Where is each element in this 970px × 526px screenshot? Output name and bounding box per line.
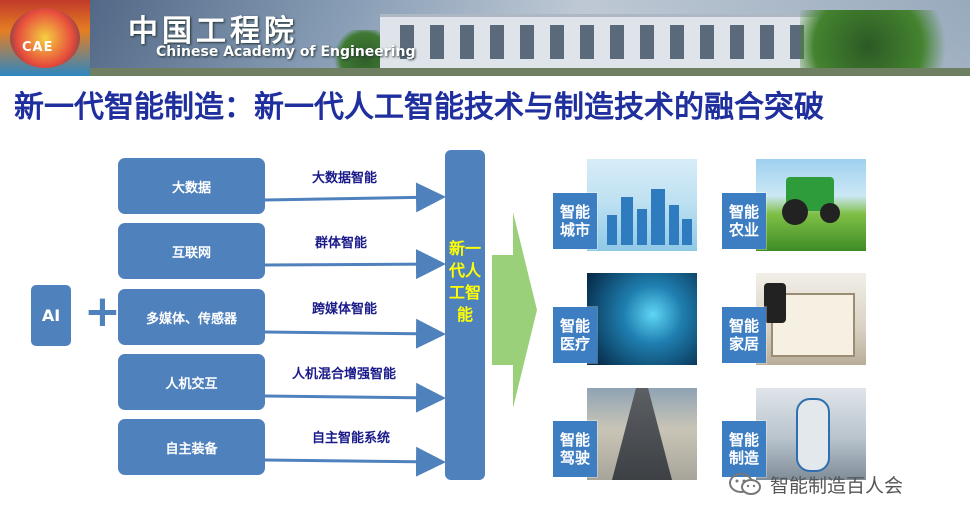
smart-driving-image [587, 388, 697, 480]
arrow-line-5 [264, 446, 446, 477]
arrow-label-autonomous-systems: 自主智能系统 [312, 431, 391, 446]
wechat-icon [729, 473, 761, 495]
source-box-internet: 互联网 [118, 223, 265, 279]
app-label-smart-manufacturing: 智能制造 [722, 421, 766, 477]
smart-manufacturing-image [756, 388, 866, 480]
arrow-line-3 [264, 318, 446, 349]
arrow-line-1 [264, 182, 446, 213]
arrow-label-hybrid-intelligence: 人机混合增强智能 [292, 367, 397, 382]
new-gen-ai-bar [445, 150, 485, 480]
big-green-arrow [492, 212, 537, 408]
source-box-hci: 人机交互 [118, 354, 265, 410]
banner-building-image [380, 14, 850, 71]
academy-name-en: Chinese Academy of Engineering [156, 44, 416, 60]
watermark-text: 智能制造百人会 [770, 475, 904, 497]
arrow-label-big-data-intelligence: 大数据智能 [312, 171, 378, 186]
slide-title: 新一代智能制造：新一代人工智能技术与制造技术的融合突破 [14, 90, 824, 125]
plus-icon: + [84, 286, 121, 337]
smart-agriculture-image [756, 159, 866, 251]
app-label-smart-home: 智能家居 [722, 307, 766, 363]
banner-trees-right [800, 10, 970, 76]
cae-logo: CAE [0, 0, 90, 76]
app-label-smart-city: 智能城市 [553, 193, 597, 249]
smart-medical-image [587, 273, 697, 365]
app-label-smart-medical: 智能医疗 [553, 307, 597, 363]
app-label-smart-driving: 智能驾驶 [553, 421, 597, 477]
source-box-autonomous: 自主装备 [118, 419, 265, 475]
smart-city-image [587, 159, 697, 251]
arrow-line-4 [264, 382, 446, 413]
header-banner: CAE 中国工程院 Chinese Academy of Engineering [0, 0, 970, 76]
logo-text: CAE [22, 40, 54, 55]
arrow-line-2 [264, 249, 446, 280]
smart-home-image [756, 273, 866, 365]
new-gen-ai-label: 新一代人工智能 [448, 239, 481, 324]
source-box-multimedia: 多媒体、传感器 [118, 289, 265, 345]
logo-emblem-icon [10, 8, 80, 68]
academy-name-cn: 中国工程院 [128, 14, 298, 49]
arrow-label-cross-media-intelligence: 跨媒体智能 [312, 302, 378, 317]
app-label-smart-agriculture: 智能农业 [722, 193, 766, 249]
source-box-big-data: 大数据 [118, 158, 265, 214]
ai-box: AI [31, 285, 71, 346]
arrow-label-swarm-intelligence: 群体智能 [315, 236, 368, 251]
banner-ground [0, 68, 970, 76]
